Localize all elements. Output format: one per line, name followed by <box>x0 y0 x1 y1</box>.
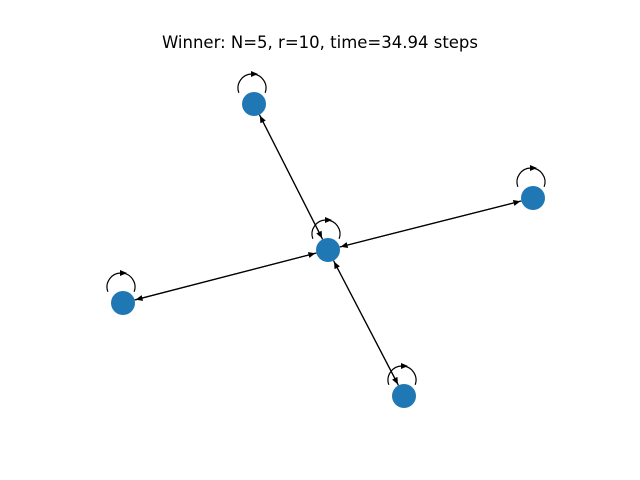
node-right <box>521 186 545 210</box>
self-loop-arrowhead-right <box>530 165 537 171</box>
arrowhead-right-to-center <box>340 242 349 248</box>
node-left <box>111 291 135 315</box>
edge-right-to-center <box>340 200 522 248</box>
self-loop-right <box>516 167 546 187</box>
figure-title: Winner: N=5, r=10, time=34.94 steps <box>161 33 479 52</box>
self-loop-left <box>106 272 136 292</box>
arrowhead-top-to-center <box>316 230 323 239</box>
self-loop-arrowhead-bottom <box>401 363 408 369</box>
node-top <box>242 92 266 116</box>
node-center <box>316 238 340 262</box>
arrowhead-bottom-to-center <box>334 261 340 270</box>
edge-top-to-center <box>258 114 323 239</box>
edge-left-to-center <box>134 252 316 301</box>
node-bottom <box>392 384 416 408</box>
self-loop-arrowhead-left <box>120 270 127 276</box>
self-loop-arrowhead-top <box>251 71 258 77</box>
self-loop-center <box>311 219 341 239</box>
self-loop-arrowhead-center <box>325 217 332 223</box>
edge-bottom-to-center <box>333 261 399 386</box>
self-loop-bottom <box>387 365 417 385</box>
arrowhead-left-to-center <box>307 252 316 258</box>
self-loop-top <box>237 73 267 93</box>
